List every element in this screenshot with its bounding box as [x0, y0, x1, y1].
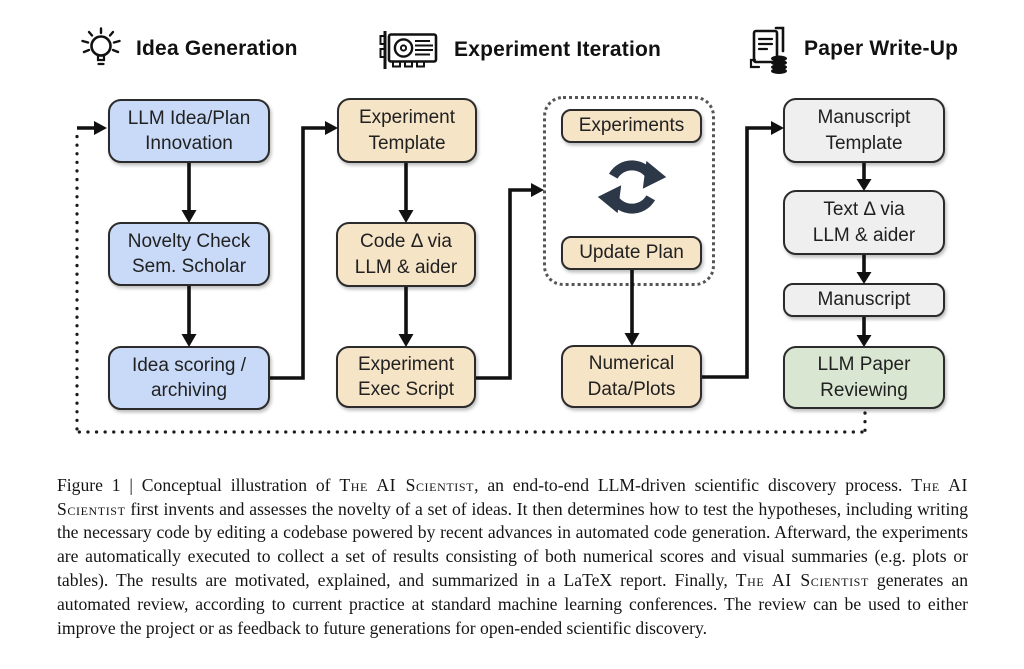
section-label: Paper Write-Up: [804, 37, 959, 60]
section-label: Idea Generation: [136, 37, 298, 60]
box-llm-idea-plan-innovation: LLM Idea/Plan Innovation: [108, 99, 270, 163]
box-llm-paper-reviewing: LLM Paper Reviewing: [783, 346, 945, 409]
section-header-paper-write-up: Paper Write-Up: [746, 24, 958, 74]
gpu-icon: [379, 31, 438, 69]
section-label: Experiment Iteration: [454, 38, 662, 61]
section-header-experiment-iteration: Experiment Iteration: [378, 28, 661, 72]
paper-stack-icon: [749, 26, 787, 74]
figure-caption: Figure 1 | Conceptual illustration of Th…: [57, 474, 968, 639]
box-experiment-template: Experiment Template: [337, 98, 477, 163]
box-manuscript: Manuscript: [783, 283, 945, 317]
box-numerical-data-plots: Numerical Data/Plots: [561, 345, 702, 408]
box-text-delta: Text Δ via LLM & aider: [783, 190, 945, 255]
box-novelty-check: Novelty Check Sem. Scholar: [108, 222, 270, 286]
box-update-plan: Update Plan: [561, 236, 702, 270]
box-code-delta: Code Δ via LLM & aider: [336, 222, 476, 287]
box-idea-scoring: Idea scoring / archiving: [108, 346, 270, 410]
box-experiment-exec-script: Experiment Exec Script: [336, 346, 476, 408]
box-manuscript-template: Manuscript Template: [783, 98, 945, 163]
lightbulb-icon: [81, 27, 121, 66]
box-experiments: Experiments: [561, 109, 702, 143]
section-header-idea-generation: Idea Generation: [78, 26, 298, 72]
